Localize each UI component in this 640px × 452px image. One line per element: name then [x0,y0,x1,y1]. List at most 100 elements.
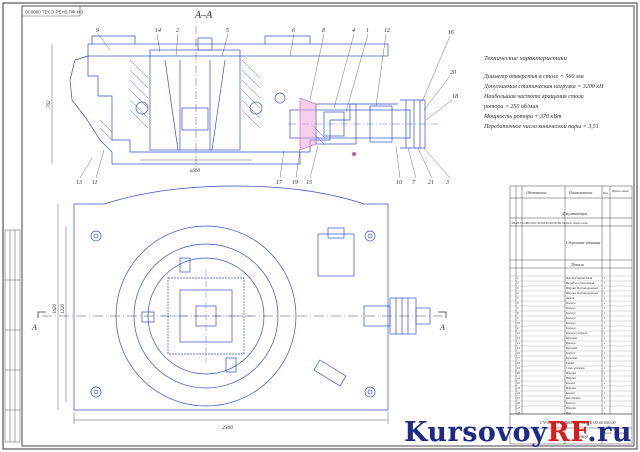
bom-item-name: Вал быстроходный [566,275,593,280]
bom-item-position: 10 [517,321,521,325]
bom-rows [510,275,632,407]
bom-item-qty: 1 [604,336,606,340]
bom-item-qty: 1 [604,361,606,365]
bom-item-name: Вал [566,411,572,415]
dim-height: 762 [47,100,52,108]
bom-item-name: Кольцо [565,401,576,405]
bom-item-position: 3 [517,286,519,290]
plan-view [42,185,444,424]
bom-item-position: 21 [517,376,521,380]
bom-item-position: 16 [517,351,521,355]
callout-20: 20 [450,70,456,76]
bom-item-qty: 1 [604,376,606,380]
bom-item-qty: 1 [604,276,606,280]
watermark: KursovoyRF.ru [404,417,632,448]
bom-item-position: 20 [517,371,521,375]
callout-3: 3 [445,180,449,186]
watermark-suffix: .ru [587,417,632,448]
callout-9: 9 [96,28,99,34]
callout-21: 21 [428,180,434,186]
callout-19: 19 [292,180,298,186]
watermark-accent: RF [547,417,588,448]
section-mark-left: А [31,323,37,332]
callout-4: 4 [352,27,355,34]
bom-item-position: 9 [517,316,519,320]
bom-item-position: 27 [517,406,521,410]
bom-item-name: Кольцо [565,341,576,345]
spec-line-1: Диаметр отверстия в столе = 560 мм [483,74,584,80]
bom-item-position: 12 [517,331,521,335]
technical-specs: Технические характеристики Диаметр отвер… [483,55,604,130]
bom-section-parts: Детали [570,262,584,267]
bom-item-position: 17 [517,356,521,360]
bom-item-qty: 1 [604,381,606,385]
bom-item-position: 25 [517,396,521,400]
bevel-gear [299,97,317,151]
bom-section-doc: Документация [561,211,587,216]
base-plate [73,185,389,411]
inner-frame [21,5,635,447]
bom-footer-code: СЧ-ЯНЦ КП-ПБ6.ЕЕ0-0227Б-00.00.000.00 [540,420,616,425]
bom-item-name: Кольцо [565,301,576,305]
bom-item-name: Кольцо [565,326,576,330]
spec-line-4: ротора = 250 об/мин [483,103,538,110]
bom-item-qty: 1 [604,406,606,410]
callout-15: 15 [306,180,312,186]
section-mark-right: А [439,323,445,332]
spec-line-5: Мощность ротора = 370 кВт [483,114,562,120]
bom-item-position: 11 [517,326,520,330]
bom-item-qty: 1 [604,281,606,285]
bom-item-name: Втулка дистанционная [566,291,598,295]
corner-stamp-box [21,5,81,17]
callout-18: 18 [452,94,458,100]
bom-item-position: 7 [517,306,519,310]
callout-16: 16 [448,30,454,36]
bom-item-position: 13 [517,336,521,340]
bom-item-name: Гайка [565,360,574,365]
watermark-main: Kursovoy [404,417,548,448]
bom-header-code: Обозначение [526,191,547,195]
bom-item-position: 19 [517,366,521,370]
bom-item-name: Колесо [565,391,576,395]
bom-item-name: Вкладыш разъемный [566,280,595,285]
bom-item-qty: 1 [604,296,606,300]
bom-item-name: Кольцо [565,311,576,315]
bom-sheet-label: Лист [603,431,612,435]
bom-item-name: Втулка [566,371,576,375]
bom-item-position: 6 [517,301,519,305]
spec-line-6: Передаточное число конической пары = 3,5… [483,123,599,130]
bom-item-qty: 1 [604,386,606,390]
left-margin-stamp [4,229,21,443]
bom-item-position: 24 [517,391,521,395]
bom-section-assy: Сборочные единицы [566,240,601,245]
specs-title: Технические характеристики [484,55,568,62]
gearbox-cover [317,233,355,277]
bom-item-position: 28 [517,411,521,415]
bom-item-position: 15 [517,346,521,350]
bom-item-qty: 1 [604,316,606,320]
corner-stamp: 0С0000 ТЕСЭ.РЕНЗ.ПФ-НЭ [25,10,84,15]
callout-5: 5 [226,28,229,34]
bom-item-position: 2 [517,281,519,285]
callout-7: 7 [412,180,416,186]
bom-item-qty: 1 [604,371,606,375]
section-view: ø560 762 [47,26,438,174]
bom-item-name: Кольцо [565,316,576,320]
bom-doc-row: ЭН-РЕ-VE-ПБ6.056.Е-0221Б.00.000.00 ВО Че… [511,222,588,225]
bom-item-position: 22 [517,381,521,385]
bom-footer-title: Ротор [573,435,588,440]
bom-item-name: Замок [566,296,575,300]
callout-2: 2 [176,28,179,34]
bom-item-qty: 1 [604,356,606,360]
bom-item-name: Кольцо упорное [565,331,588,335]
bom-item-name: Крышка [565,346,578,350]
bom-item-position: 14 [517,341,521,345]
bom-item-qty: 1 [604,341,606,345]
callout-6: 6 [292,28,295,34]
bom-item-position: 26 [517,401,521,405]
bom-item-qty: 1 [604,291,606,295]
bom-item-position: 18 [517,361,521,365]
bom-item-name: Кольцо [565,321,576,325]
